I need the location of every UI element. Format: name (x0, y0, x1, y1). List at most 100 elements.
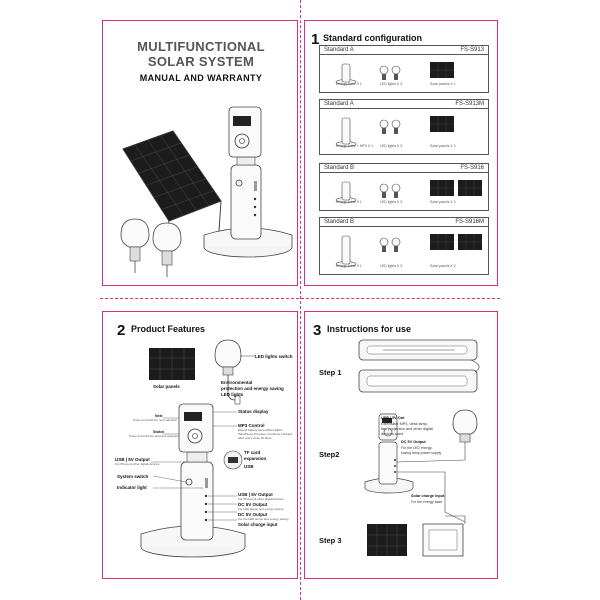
usb-out-desc1: Extensible MP3, desk lamp, (381, 422, 428, 426)
solar-input-title: Solar charge input (411, 494, 445, 498)
config-caption: LED lights X 2 (380, 144, 403, 148)
usb-out-desc3: devices used (381, 432, 404, 436)
usb-output-right-sub: For Phones & other digital devices (238, 497, 284, 501)
indicator-light-label: Indicator light (117, 485, 147, 490)
panel-box-icon (422, 515, 466, 557)
energy-base-small-icon (364, 413, 414, 494)
cover-panel: MULTIFUNCTIONAL SOLAR SYSTEM MANUAL AND … (102, 20, 298, 286)
step3-label: Step 3 (319, 536, 342, 545)
config-caption: LED lights X 2 (380, 264, 403, 268)
cover-subtitle: MANUAL AND WARRANTY (139, 73, 263, 83)
config-model: FS-S913M (455, 101, 484, 107)
energy-base-icon (203, 106, 293, 258)
cable-lines (397, 471, 466, 523)
section-number: 3 (313, 322, 322, 339)
led-bulbs-icon (379, 183, 401, 198)
config-caption: LED lights X 2 (380, 82, 403, 86)
solar-charge-input-label: Solar charge input (238, 522, 278, 527)
step2-label: Step2 (319, 450, 340, 459)
tf-card-label-line2: expansion (244, 456, 267, 461)
dc-out-desc1: For the LED energy- (401, 446, 433, 450)
dc-out-desc2: saving lamp power supply (401, 451, 442, 455)
config-illustration (335, 116, 454, 147)
mp3-control-label: MP3 Control (238, 423, 265, 428)
usb-label: USB (244, 464, 254, 469)
system-switch-label: System switch (117, 474, 149, 479)
instructions-panel: 3 Instructions for use Step 1 Step2 Step… (304, 311, 498, 579)
leader-lines (151, 411, 237, 521)
cover-title-line1: MULTIFUNCTIONAL (137, 39, 265, 54)
config-model: FS-S916 (460, 165, 484, 171)
config-name: Standard A (324, 47, 354, 53)
switch-sub: Press and hold the previous selection (129, 434, 179, 438)
horizontal-fold-line (100, 298, 500, 299)
config-illustration (335, 234, 482, 267)
mp3-control-sub3: after every close hit Mute (238, 436, 272, 440)
status-display-label: Status display (238, 409, 269, 414)
led-bulb-icon (214, 339, 255, 405)
led-bulbs-icon (379, 65, 401, 80)
tf-card-label-line1: TF card (244, 450, 261, 455)
dc-output-2-sub: For the LED lamps and energy saving (238, 517, 289, 521)
config-caption: Solar panels X 1 (430, 82, 456, 86)
config-name: Standard A (324, 101, 354, 107)
solar-panel-icon (430, 180, 482, 196)
config-caption: Energy base X 1 (336, 264, 362, 268)
standard-configuration-panel: 1 Standard configuration Standard A FS-S9… (304, 20, 498, 286)
config-illustration (335, 62, 454, 85)
config-model: FS-S913 (460, 47, 484, 53)
usb-output-right-label: USB | 5V Output (238, 492, 273, 497)
section-title: Product Features (131, 324, 206, 334)
config-caption: LED lights X 2 (380, 200, 403, 204)
led-bulb-icon (396, 409, 478, 463)
dc-output-1-sub: For LED lamps and energy saving (238, 507, 284, 511)
unpack-box-bottom-icon (358, 359, 480, 393)
solar-panels-label: Solar panels (153, 384, 180, 389)
step1-label: Step 1 (319, 368, 342, 377)
config-header: Standard A FS-S913M (320, 100, 488, 109)
energy-base-icon (335, 117, 357, 147)
section-number: 1 (311, 31, 320, 48)
switch-label: Switch (153, 430, 165, 434)
energy-base-icon (335, 63, 357, 85)
energy-base-icon (140, 403, 246, 558)
config-caption: Solar panels X 2 (430, 264, 456, 268)
config-header: Standard B FS-S916 (320, 164, 488, 173)
solar-panel-icon (430, 116, 454, 132)
config-illustration (335, 180, 482, 203)
section-number: 2 (117, 322, 126, 339)
solar-panel-icon (430, 234, 482, 250)
led-bulbs-icon (120, 218, 182, 277)
config-box: Standard A FS-S913M Energy base + MP3 X 1 L… (319, 99, 489, 155)
config-name: Standard B (324, 165, 355, 171)
mp3-control-sub1: Extend battery stored Bass Effect (238, 428, 283, 432)
section-title: Instructions for use (327, 324, 412, 334)
environmental-label-line2: protection and energy saving (221, 386, 284, 391)
config-header: Standard A FS-S913 (320, 46, 488, 55)
next-label: Next (155, 414, 163, 418)
environmental-label-line3: LED lights (221, 392, 244, 397)
dc-output-2-label: DC 5V Output (238, 512, 268, 517)
config-name: Standard B (324, 219, 355, 225)
solar-panel-icon (430, 62, 454, 78)
solar-panel-icon (367, 524, 407, 556)
features-illustration (140, 339, 255, 558)
led-switch-label: LED lights switch (255, 354, 293, 359)
next-sub: Press and hold the next selection (133, 418, 178, 422)
mp3-control-sub2: Play/Pause Previous / Continue Forward (238, 432, 293, 436)
dc-out-title: DC 5V Output (401, 440, 426, 444)
energy-base-icon (335, 235, 357, 267)
usb-out-desc2: fan, projection and other digital (381, 427, 433, 431)
cover-title-line2: SOLAR SYSTEM (147, 54, 255, 69)
usb-output-left-label: USB | 5V Output (115, 457, 150, 462)
instructions-illustration (358, 339, 480, 557)
config-caption: Energy base + MP3 X 1 (336, 144, 374, 148)
config-caption: Energy base X 1 (336, 82, 362, 86)
section-title: Standard configuration (323, 33, 422, 43)
led-bulbs-icon (379, 237, 401, 252)
usb-output-left-sub: For Phone & other digital devices (115, 462, 160, 466)
